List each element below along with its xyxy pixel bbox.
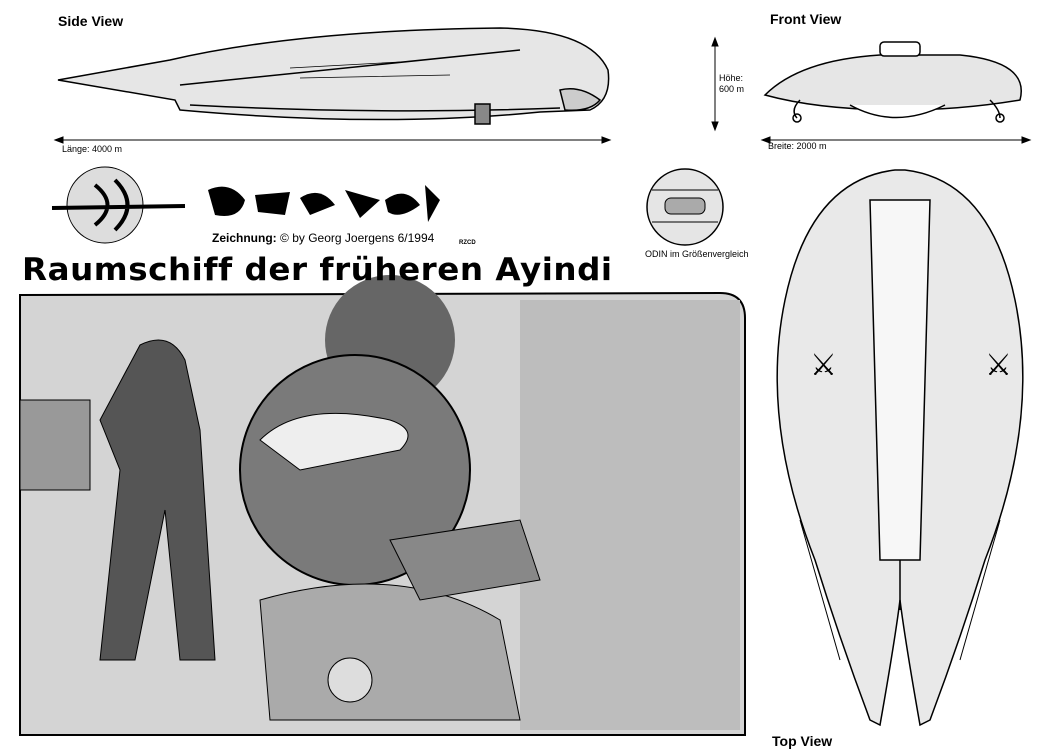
front-view-label: Front View <box>770 11 842 27</box>
length-label: Länge: 4000 m <box>62 144 123 154</box>
front-view-ship <box>763 41 1022 123</box>
credit-text: by Georg Joergens 6/1994 <box>292 231 435 245</box>
drawing-credit: Zeichnung: © by Georg Joergens 6/1994 <box>212 231 434 245</box>
page-title: Raumschiff der früheren Ayindi <box>22 252 613 288</box>
ayindi-emblem-logo <box>51 166 186 244</box>
top-view-ship: ⚔ ⚔ <box>776 169 1024 727</box>
width-label: Breite: 2000 m <box>768 141 827 151</box>
side-view-label: Side View <box>58 13 124 29</box>
bridge-illustration <box>19 275 746 736</box>
credit-tag: RZCD <box>459 240 476 246</box>
credit-label: Zeichnung: <box>212 231 277 245</box>
ayindi-script-logo <box>208 185 440 222</box>
copyright-symbol: © <box>280 231 289 245</box>
svg-text:⚔: ⚔ <box>985 349 1012 382</box>
odin-comparison-caption: ODIN im Größenvergleich <box>645 249 749 259</box>
side-view-ship <box>57 27 610 125</box>
svg-text:⚔: ⚔ <box>810 349 837 382</box>
height-label: Höhe: <box>719 73 744 83</box>
odin-comparison-circle <box>646 168 724 246</box>
length-dimension-line <box>53 36 1032 144</box>
top-view-label: Top View <box>772 733 833 749</box>
height-value: 600 m <box>719 84 745 94</box>
